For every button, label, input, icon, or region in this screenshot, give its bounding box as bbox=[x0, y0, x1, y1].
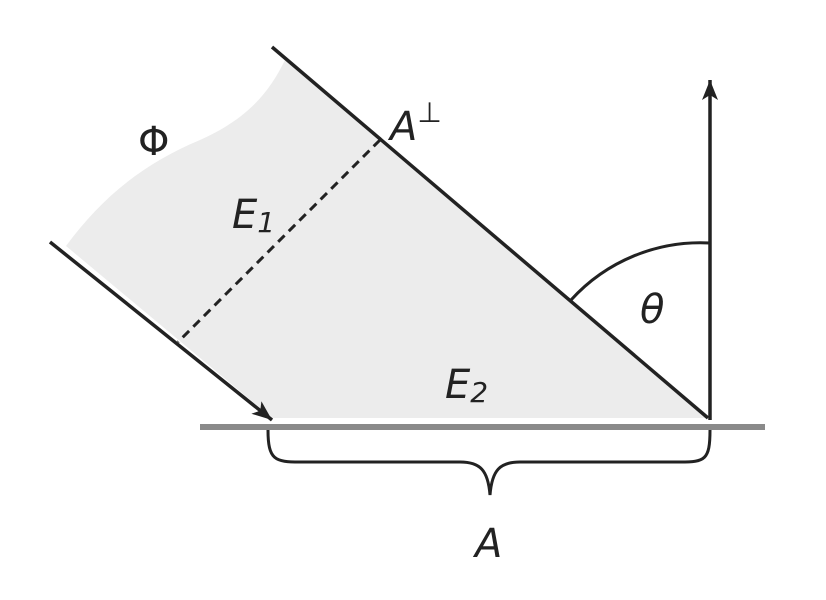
angle-theta-label: θ bbox=[640, 287, 664, 333]
angle-arc bbox=[569, 241, 711, 302]
beam-lower-edge-arrow bbox=[48, 240, 274, 422]
perpendicular-area-label: A⊥ bbox=[387, 96, 442, 150]
perpendicular-section-dashed bbox=[176, 138, 382, 344]
light-beam-shade bbox=[66, 47, 708, 418]
e1-label: E1 bbox=[232, 192, 275, 239]
area-brace bbox=[266, 429, 712, 496]
e2-label: E2 bbox=[445, 362, 488, 409]
beam-upper-edge bbox=[270, 45, 710, 420]
area-label: A bbox=[472, 521, 502, 567]
flux-label: Φ bbox=[138, 119, 169, 165]
